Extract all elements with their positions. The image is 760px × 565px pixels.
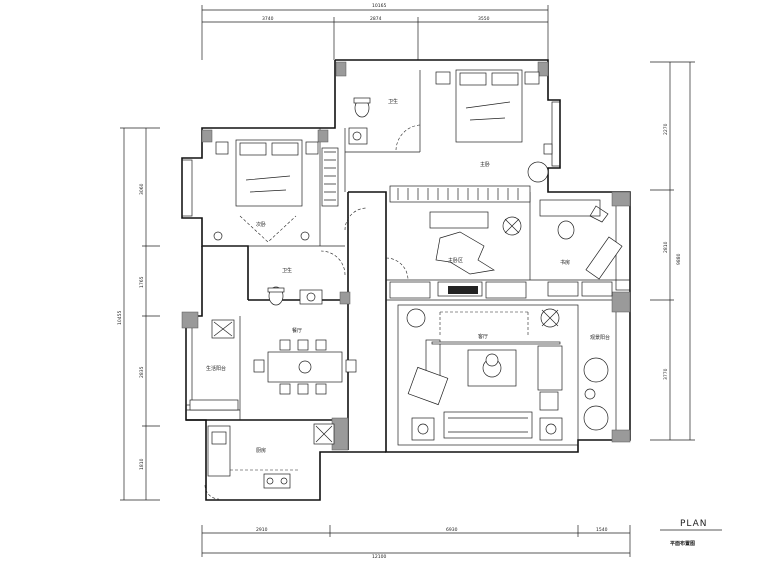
bottom-dimensions — [201, 525, 631, 557]
label-living-top: 主卧区 — [448, 257, 463, 264]
label-dining: 餐厅 — [292, 327, 302, 334]
left-dimensions — [120, 127, 160, 501]
dim-left-total: 10455 — [117, 311, 123, 325]
master-bed — [435, 69, 553, 183]
dim-left-seg-4: 1810 — [139, 458, 145, 470]
wardrobe-left — [321, 147, 339, 207]
kitchen-fixtures — [207, 423, 335, 489]
interior-walls — [186, 70, 630, 420]
dim-top-seg-3: 3550 — [478, 16, 490, 22]
laundry-fixtures — [189, 319, 239, 411]
dining-furniture — [253, 339, 357, 395]
right-dimensions — [650, 61, 695, 441]
dim-bottom-seg-1: 2910 — [256, 527, 268, 533]
label-master-bedroom: 主卧 — [480, 161, 490, 168]
balcony-furniture — [583, 357, 609, 431]
wardrobe-top — [389, 185, 531, 203]
dim-right-total: 9880 — [676, 253, 682, 265]
label-bedroom-left: 次卧 — [256, 221, 266, 228]
columns — [181, 61, 631, 451]
plan-label: PLAN — [680, 519, 708, 529]
dim-top-seg-2: 2874 — [370, 16, 382, 22]
study-furniture — [539, 199, 623, 280]
dim-top-total: 10165 — [372, 3, 386, 9]
label-bath-top: 卫生 — [388, 98, 398, 105]
label-bath-left: 卫生 — [282, 267, 292, 274]
dim-right-seg-2: 2810 — [663, 241, 669, 253]
dim-bottom-seg-3: 1540 — [596, 527, 608, 533]
bath-left-fixtures — [267, 286, 323, 306]
dim-left-seg-2: 1765 — [139, 276, 145, 288]
living-furniture — [397, 304, 579, 446]
living-top-furniture — [429, 211, 522, 297]
top-dimensions — [201, 5, 549, 60]
label-laundry: 生活阳台 — [206, 365, 226, 372]
label-study: 书房 — [560, 259, 570, 266]
label-balcony: 观景阳台 — [590, 334, 610, 341]
dim-left-seg-3: 2835 — [139, 366, 145, 378]
dim-bottom-seg-2: 6930 — [446, 527, 458, 533]
label-kitchen: 厨房 — [256, 447, 266, 454]
plan-subtitle: 平面布置图 — [670, 540, 695, 547]
cabinet-row — [389, 281, 613, 299]
dim-bottom-total: 12100 — [372, 554, 386, 560]
dim-right-seg-3: 3770 — [663, 368, 669, 380]
dim-top-seg-1: 3740 — [262, 16, 274, 22]
left-bed — [213, 139, 319, 243]
bath-top-fixtures — [348, 97, 371, 145]
dim-right-seg-1: 2270 — [663, 123, 669, 135]
label-living: 客厅 — [478, 333, 488, 340]
dim-left-seg-1: 3060 — [139, 183, 145, 195]
